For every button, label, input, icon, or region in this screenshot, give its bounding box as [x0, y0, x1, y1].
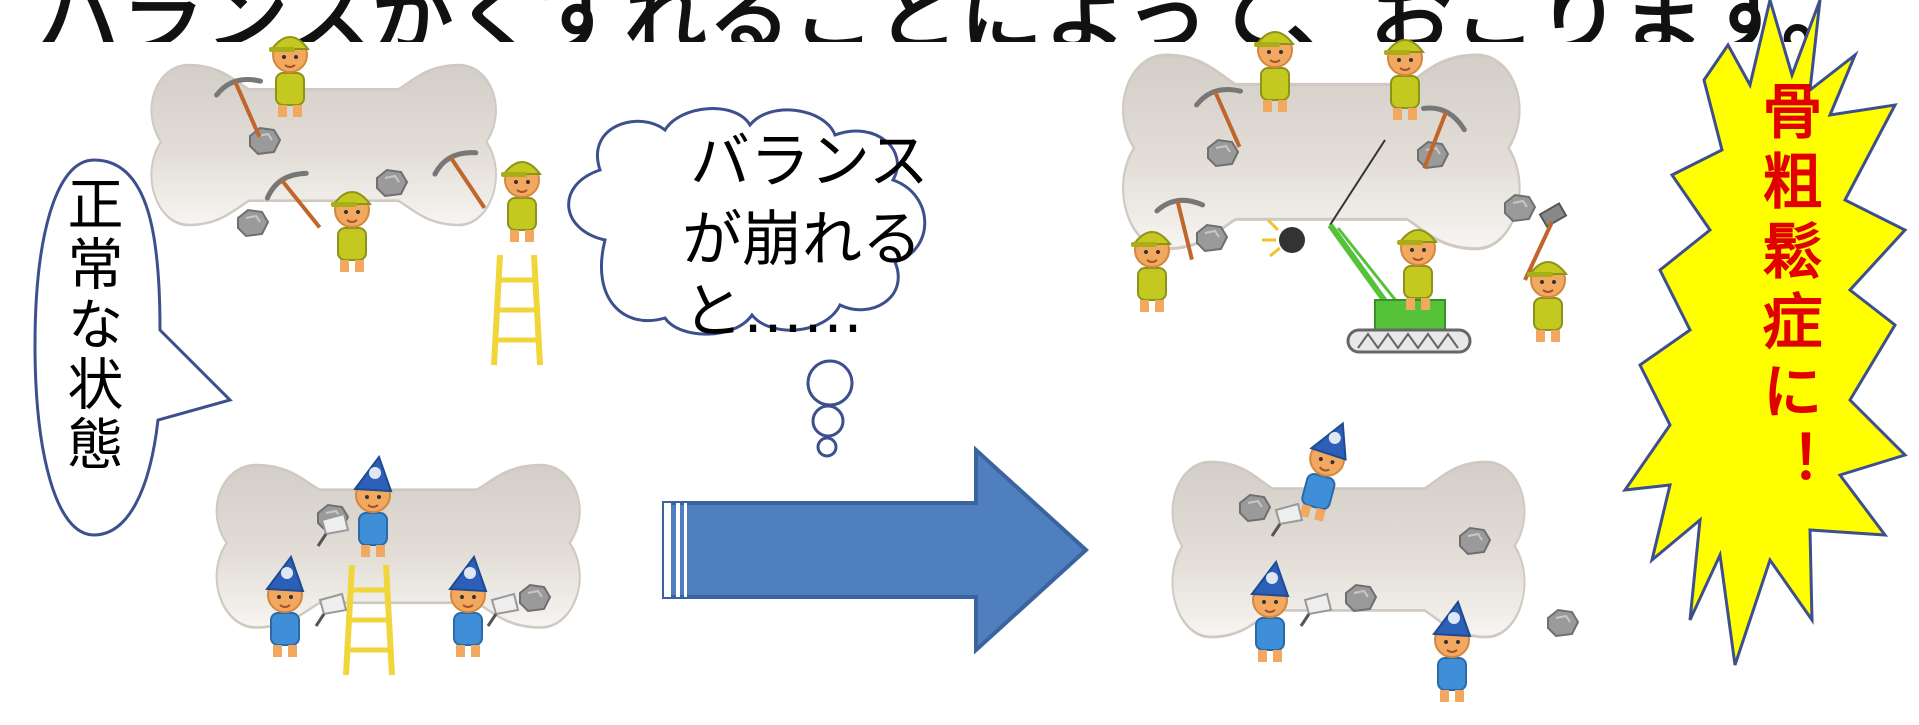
top-caption: バランスがくずれることによって、おこります。 [38, 0, 1866, 42]
thought-cloud [567, 107, 927, 458]
bone-debris-icon [1459, 527, 1491, 555]
reduced-formation-scene [1171, 416, 1579, 703]
ladder-icon [494, 255, 540, 365]
wrecking-ball-crane-icon [1262, 139, 1472, 354]
bone-debris-icon [376, 169, 408, 197]
top-caption-clip: バランスがくずれることによって、おこります。 [0, 0, 1919, 42]
thought-cloud-line-2: が崩れる [682, 205, 922, 275]
bone-patch-icon [519, 584, 551, 612]
sledgehammer-icon [1523, 202, 1568, 281]
bone-debris-icon [1547, 609, 1579, 637]
osteoclast-worker-icon [1526, 261, 1567, 343]
osteoclast-worker-icon [1396, 229, 1437, 311]
speech-bubble-text: 正常な状態 [58, 175, 123, 475]
bone-icon [150, 63, 498, 227]
bone-debris-icon [237, 209, 269, 237]
speech-bubble [33, 158, 233, 537]
normal-formation-scene [215, 456, 582, 675]
osteoclast-worker-icon [330, 191, 371, 273]
bone-debris-icon [1239, 494, 1271, 522]
thought-cloud-line-1: バランス [690, 127, 929, 197]
thought-cloud-line-3: と…… [683, 277, 863, 347]
bone-debris-icon [1504, 194, 1536, 222]
burst-text: 骨粗鬆症に！ [1752, 80, 1822, 500]
bone-debris-icon [1345, 584, 1377, 612]
bone-debris-icon [1207, 139, 1239, 167]
bone-debris-icon [1196, 224, 1228, 252]
osteoclast-worker-icon [500, 161, 541, 243]
osteoclast-worker-icon [1130, 231, 1171, 313]
normal-resorption-scene [150, 36, 541, 365]
burst-shape [1621, 0, 1908, 666]
excess-resorption-scene [1121, 31, 1568, 354]
osteoblast-worker-icon [354, 456, 392, 558]
right-arrow-icon [662, 445, 1089, 655]
bone-debris-icon [249, 127, 281, 155]
